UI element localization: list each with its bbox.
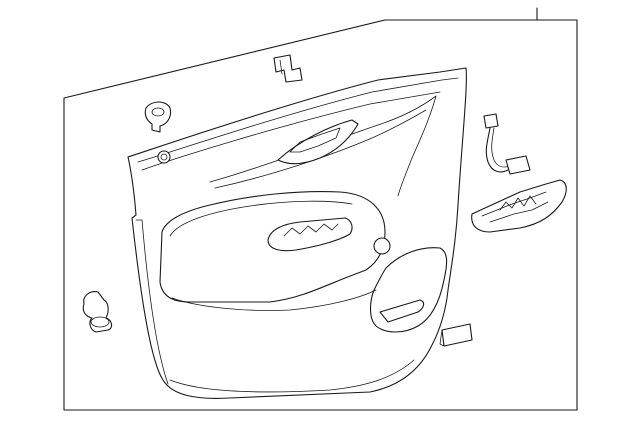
harness-wire-2 [491,127,511,168]
lower-trim-line [171,289,377,311]
retainer-clip-upper[interactable] [273,54,303,83]
switch-bezel-mount [267,217,353,252]
clip-icon [273,54,303,83]
speaker-cap [373,237,391,255]
mount-hole-upper-inner [160,153,168,161]
parts-tray-frame [63,19,578,411]
push-pin-icon [82,291,113,333]
pad-edge [439,329,445,347]
upper-trim-edge [137,77,459,163]
harness-wire [485,127,509,173]
upper-trim-edge-inner [141,91,441,171]
lower-trim-line-2 [169,359,415,393]
inner-handle-recess [277,119,359,165]
connector-icon [483,113,499,129]
armrest-sweep-inner [214,109,427,189]
switch-bezel-detail [481,191,549,223]
switch-bezel-buttons [499,195,537,211]
clip-slot [279,59,283,75]
insert-panel-inner-line [169,200,353,237]
trim-pad[interactable] [439,323,473,347]
lower-pocket-handle[interactable] [379,299,425,323]
switch-bezel-switches[interactable] [283,223,339,237]
push-pin-fastener[interactable] [82,291,113,333]
grommet-hole [151,107,165,117]
inner-handle-lever[interactable] [289,127,341,153]
grommet[interactable] [144,101,172,133]
wiring-harness-connector[interactable] [483,113,531,175]
connector-plug [505,155,531,175]
pad-icon [441,323,473,347]
switch-bezel-icon [471,179,567,233]
switch-bezel[interactable] [471,179,567,233]
door-trim-panel[interactable] [127,67,467,399]
mount-hole-upper [157,150,171,164]
grommet-icon [144,101,172,133]
push-pin-head [90,316,110,328]
left-edge-fold [135,219,169,385]
